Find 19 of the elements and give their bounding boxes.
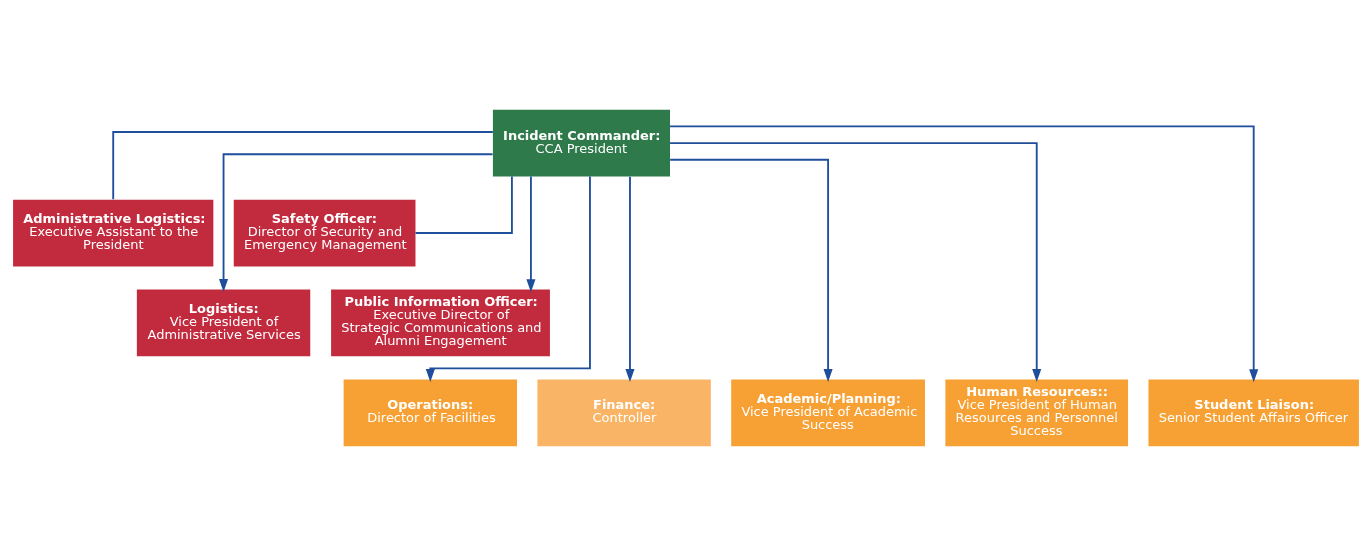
arrow — [669, 158, 833, 383]
node-box: Logistics: Vice President of Administrative Services — [136, 289, 311, 357]
connector — [112, 131, 494, 201]
arrow — [526, 175, 536, 293]
node-box: Safety Officer: Director of Security and Emergency Management — [233, 199, 416, 267]
node-box: Human Resources:: Vice President of Human Resources and Personnel Success — [945, 379, 1129, 447]
arrow — [425, 175, 591, 382]
node-box: Incident Commander: CCA President — [492, 109, 670, 177]
node-box: Administrative Logistics: Executive Assistant to the President — [13, 199, 214, 267]
arrow — [625, 175, 635, 383]
connector — [414, 175, 513, 234]
node-box: Student Liaison: Senior Student Affairs Officer — [1148, 379, 1359, 447]
node-box: Operations: Director of Facilities — [343, 379, 517, 447]
node-box: Finance: Controller — [537, 379, 711, 447]
node-box: Academic/Planning: Vice President of Academic Success — [731, 379, 925, 447]
arrow — [669, 125, 1259, 383]
arrow — [669, 142, 1042, 383]
arrow — [219, 153, 494, 293]
node-box: Public Information Officer: Executive Director of Strategic Communications and Alumni Engagement — [331, 289, 550, 357]
